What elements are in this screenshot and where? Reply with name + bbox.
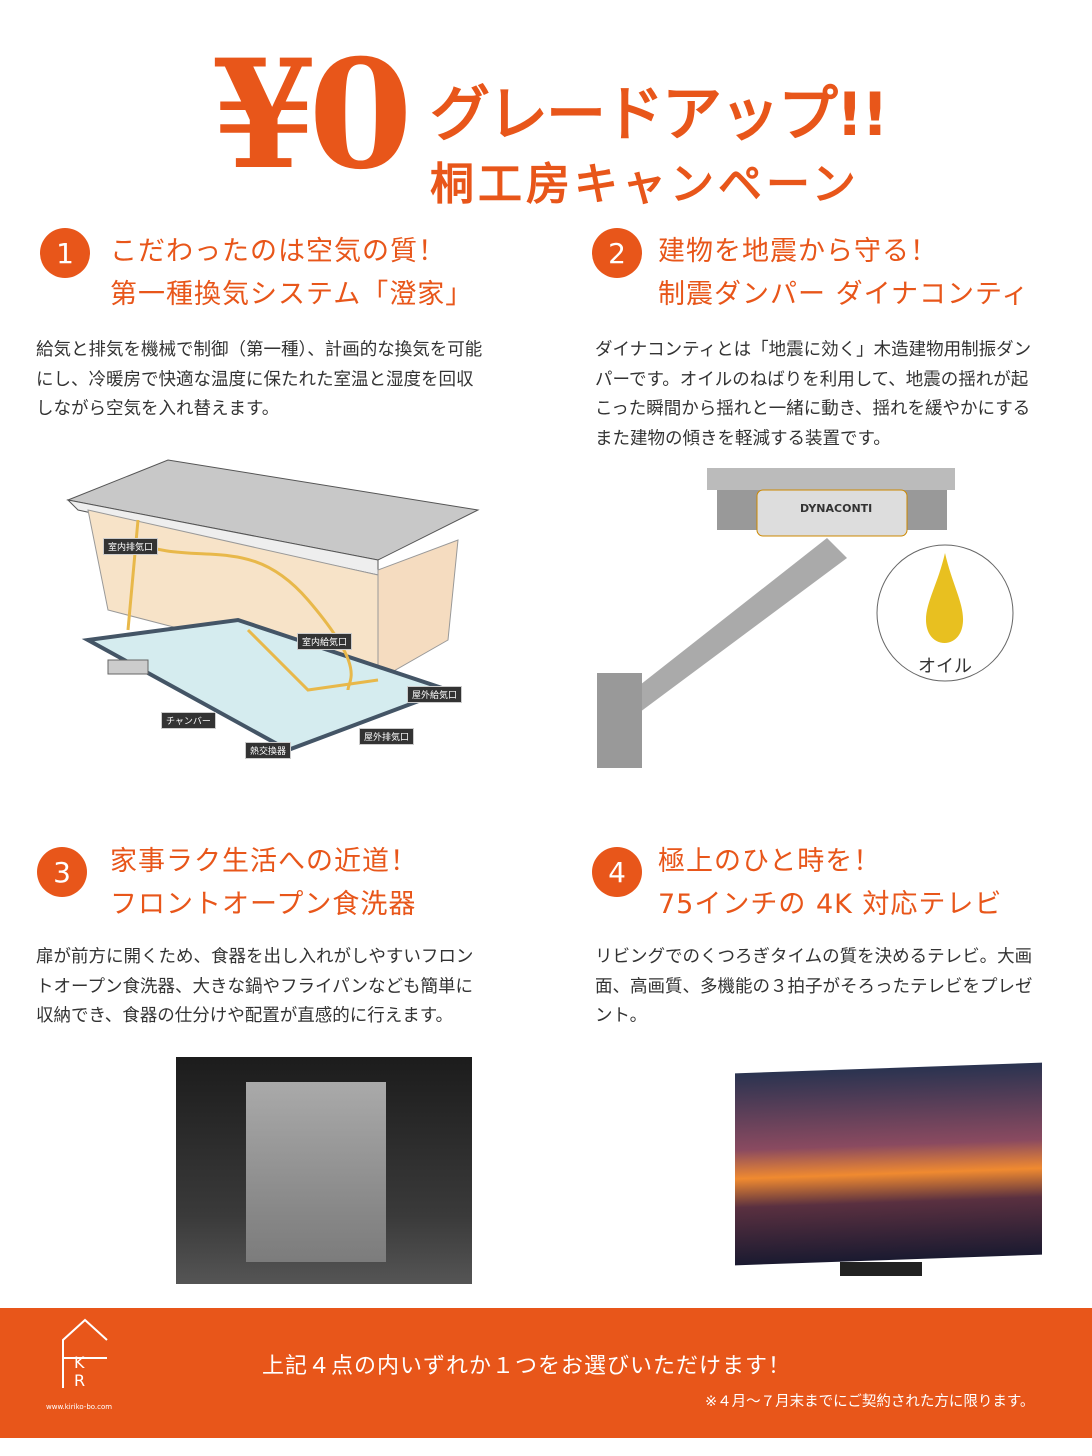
section-number-4: 4 <box>592 847 642 897</box>
diagram-label: 室内排気口 <box>103 538 159 555</box>
diagram-label: チャンバー <box>161 712 216 729</box>
section-4-body: リビングでのくつろぎタイムの質を決めるテレビ。大画面、高画質、多機能の３拍子がそ… <box>595 947 1033 1026</box>
footer-banner <box>0 1308 1092 1438</box>
subheadline: 桐工房キャンペーン <box>430 159 860 210</box>
section-2-title: 建物を地震から守る！制震ダンパー ダイナコンティ <box>658 236 1030 310</box>
section-1-title: こだわったのは空気の質！第一種換気システム「澄家」 <box>110 236 474 310</box>
section-4-title: 極上のひと時を！75インチの 4K 対応テレビ <box>658 846 1003 920</box>
footer-main-text: 上記４点の内いずれか１つをお選びいただけます！ <box>262 1354 792 1379</box>
tv-image <box>735 1062 1042 1266</box>
tv-stand <box>840 1262 922 1276</box>
section-number-1: 1 <box>40 228 90 278</box>
diagram-label: 室内給気口 <box>297 633 353 650</box>
headline: グレードアップ!! <box>430 80 889 150</box>
damper-image <box>597 468 1014 768</box>
website-url: www.kiriko-bo.com <box>46 1403 113 1411</box>
section-3-title: 家事ラク生活への近道！フロントオープン食洗器 <box>110 846 418 920</box>
damper-brand: DYNACONTI <box>800 502 873 515</box>
dishwasher-image <box>176 1057 472 1284</box>
oil-label: オイル <box>918 656 972 677</box>
diagram-label: 屋外給気口 <box>407 686 463 703</box>
ventilation-house-diagram <box>66 459 480 753</box>
diagram-label: 屋外排気口 <box>359 728 415 745</box>
diagram-label: 熱交換器 <box>245 742 292 759</box>
price-zero: ¥0 <box>212 27 413 203</box>
section-3-body: 扉が前方に開くため、食器を出し入れがしやすいフロントオープン食洗器、大きな鍋やフ… <box>36 947 474 1026</box>
section-number-3: 3 <box>37 847 87 897</box>
svg-text:R: R <box>74 1371 85 1390</box>
section-1-body: 給気と排気を機械で制御（第一種）、計画的な換気を可能にし、冷暖房で快適な温度に保… <box>36 340 483 419</box>
svg-text:K: K <box>74 1353 85 1372</box>
kiri-logo: K R <box>62 1318 108 1390</box>
section-number-2: 2 <box>592 228 642 278</box>
section-2-body: ダイナコンティとは「地震に効く」木造建物用制振ダンパーです。オイルのねばりを利用… <box>595 340 1032 449</box>
footer-note: ※４月〜７月末までにご契約された方に限ります。 <box>705 1394 1035 1410</box>
